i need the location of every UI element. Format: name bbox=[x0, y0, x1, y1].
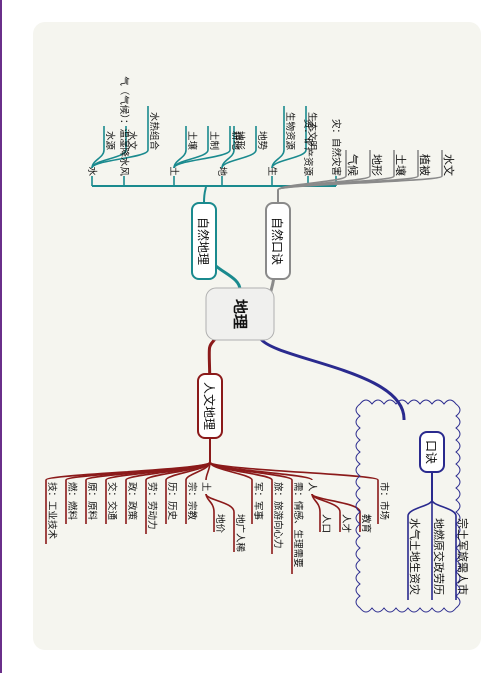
natural-group-6: 灾：自然灾害 bbox=[330, 119, 342, 176]
mnemonic-line bbox=[431, 499, 457, 600]
natural-trunk bbox=[203, 185, 207, 204]
natural-leaf: 生态文明 bbox=[306, 112, 318, 150]
natural-leaf: 耕地 bbox=[230, 131, 242, 151]
mnemonic-text: 水气土地生资灾 bbox=[408, 518, 422, 595]
mnemonic-natural-leaf: 气候 bbox=[346, 154, 360, 176]
natural-group-5: 资：矿产资源 bbox=[302, 119, 314, 177]
human-item: 宗：宗教 bbox=[186, 482, 198, 521]
natural-leaf: 水源 bbox=[104, 131, 116, 151]
human-item: 市：市场 bbox=[378, 482, 390, 520]
mnemonic-natural-node-label: 自然口诀 bbox=[270, 217, 285, 265]
natural-leaf: 水文 bbox=[126, 131, 138, 151]
natural-leaf: 地势 bbox=[256, 131, 268, 151]
human-item: 历：历史 bbox=[166, 482, 178, 521]
human-group-tu: 土 bbox=[200, 482, 212, 492]
human-item-line bbox=[209, 461, 379, 524]
natural-group-0: 水 bbox=[86, 166, 98, 176]
human-item: 需：情感、生理需要 bbox=[292, 482, 304, 568]
mnemonic-natural-node-box[interactable] bbox=[265, 202, 291, 280]
natural-node-label: 自然地理 bbox=[196, 217, 211, 265]
mnemonic-natural-leaf: 植被 bbox=[418, 154, 432, 176]
natural-group-4: 生 bbox=[266, 166, 278, 176]
human-item: 交：交通 bbox=[106, 482, 118, 521]
human-item: 燃：燃料 bbox=[66, 482, 78, 521]
human-item: 政：政策 bbox=[126, 482, 138, 521]
human-item: 技：工业技术 bbox=[46, 482, 58, 540]
natural-group-2: 土 bbox=[168, 166, 180, 176]
human-node-label: 人文地理 bbox=[202, 382, 217, 430]
human-group-leaf: 人口 bbox=[320, 514, 331, 533]
mnemonic-natural-leaf: 地形 bbox=[370, 154, 383, 176]
natural-leaf-line bbox=[271, 106, 285, 169]
natural-leaf: 地形 bbox=[234, 131, 246, 151]
human-group-leaf: 教育 bbox=[360, 514, 372, 533]
natural-leaf-line bbox=[91, 106, 149, 169]
mnemonic-text: 宗土军旅需人市 bbox=[456, 518, 470, 595]
human-item: 旅：旅游向心力 bbox=[272, 482, 284, 549]
natural-leaf: 土壤 bbox=[186, 131, 198, 151]
human-item: 劳：劳动力 bbox=[146, 482, 158, 530]
natural-leaf-line bbox=[271, 106, 307, 169]
left-border-line bbox=[0, 0, 2, 673]
human-item: 原：原料 bbox=[86, 482, 98, 521]
natural-leaf: 生物资源 bbox=[284, 112, 296, 151]
human-group-leaf: 地广人稀 bbox=[234, 514, 246, 553]
link-center-mnemonic bbox=[258, 336, 406, 421]
mnemonic-line bbox=[407, 499, 433, 600]
mnemonic-natural-leaf: 土壤 bbox=[394, 154, 408, 176]
mnemonic-cloud-outline bbox=[355, 399, 461, 613]
human-group-leaf: 人才 bbox=[340, 514, 352, 533]
human-node-box[interactable] bbox=[197, 373, 223, 439]
natural-leaf-line bbox=[221, 126, 257, 169]
human-leaf-line bbox=[205, 493, 235, 552]
natural-leaf-line bbox=[173, 126, 231, 169]
mnemonic-node-label: 口诀 bbox=[424, 440, 438, 464]
natural-leaf: 土制 bbox=[208, 131, 220, 150]
center-node-box[interactable] bbox=[205, 287, 275, 341]
center-node-label: 地理 bbox=[231, 299, 249, 329]
mnemonic-text: 地燃原交政劳历 bbox=[432, 518, 446, 595]
natural-leaf: 水热组合 bbox=[148, 112, 160, 151]
human-item: 军：军事 bbox=[252, 482, 264, 521]
natural-node-box[interactable] bbox=[191, 202, 217, 280]
mnemonic-natural-leaf-line bbox=[277, 150, 443, 191]
natural-group-3: 地 bbox=[216, 166, 228, 176]
human-group-leaf: 地价 bbox=[214, 514, 226, 534]
human-group-ren: 人 bbox=[306, 482, 317, 492]
mnemonic-natural-leaf: 水文 bbox=[442, 154, 456, 176]
natural-group-1: 气（气候）：温湿降水风 bbox=[118, 76, 130, 176]
mnemonic-node-box[interactable] bbox=[419, 431, 445, 473]
